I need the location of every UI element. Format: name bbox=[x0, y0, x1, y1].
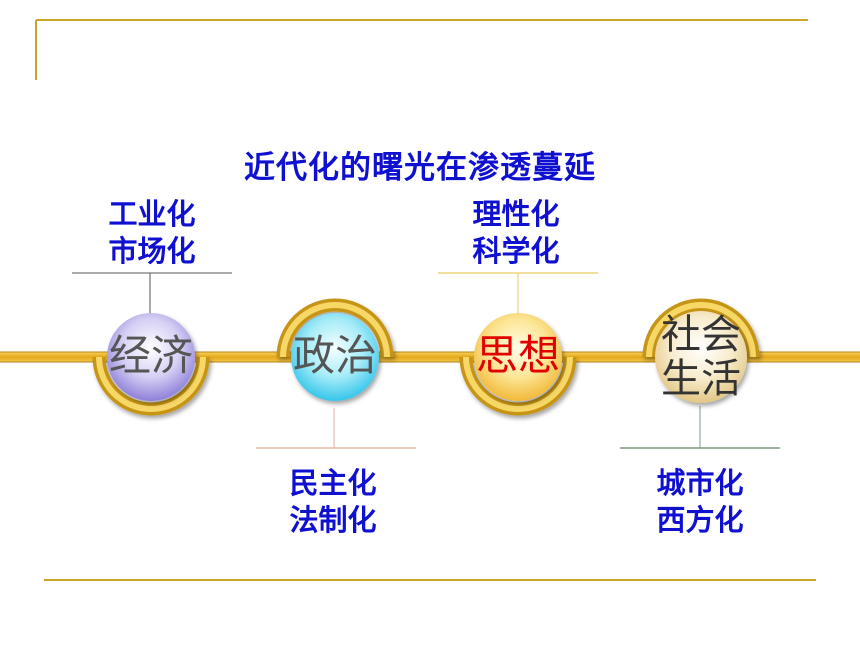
thought-sublabels: 理性化 科学化 bbox=[416, 196, 616, 270]
economy-sub-2: 市场化 bbox=[108, 234, 196, 268]
node-politics-label: 政治 bbox=[292, 331, 377, 380]
society-sublabels: 城市化 西方化 bbox=[600, 465, 800, 539]
politics-sub-2: 法制化 bbox=[289, 503, 377, 537]
thought-sub-1: 理性化 bbox=[472, 197, 560, 231]
node-economy-label: 经济 bbox=[108, 331, 193, 380]
economy-sub-1: 工业化 bbox=[108, 197, 196, 231]
node-thought bbox=[459, 313, 577, 416]
connector-economy bbox=[72, 272, 232, 314]
node-society-label: 社会 生活 bbox=[641, 313, 761, 401]
node-economy bbox=[92, 313, 210, 416]
node-society-line2: 生活 bbox=[661, 356, 741, 402]
node-society-line1: 社会 bbox=[661, 312, 741, 358]
politics-sublabels: 民主化 法制化 bbox=[233, 465, 433, 539]
connector-politics bbox=[256, 408, 416, 449]
connector-thought bbox=[438, 272, 598, 314]
society-sub-2: 西方化 bbox=[656, 503, 744, 537]
node-society bbox=[642, 298, 760, 403]
slide-title: 近代化的曙光在渗透蔓延 bbox=[244, 150, 596, 186]
node-thought-label: 思想 bbox=[475, 331, 560, 380]
node-politics bbox=[276, 298, 394, 401]
thought-sub-2: 科学化 bbox=[472, 234, 560, 268]
connector-society bbox=[620, 406, 780, 449]
economy-sublabels: 工业化 市场化 bbox=[52, 196, 252, 270]
society-sub-1: 城市化 bbox=[656, 466, 744, 500]
top-frame-line bbox=[35, 19, 808, 80]
politics-sub-1: 民主化 bbox=[289, 466, 377, 500]
